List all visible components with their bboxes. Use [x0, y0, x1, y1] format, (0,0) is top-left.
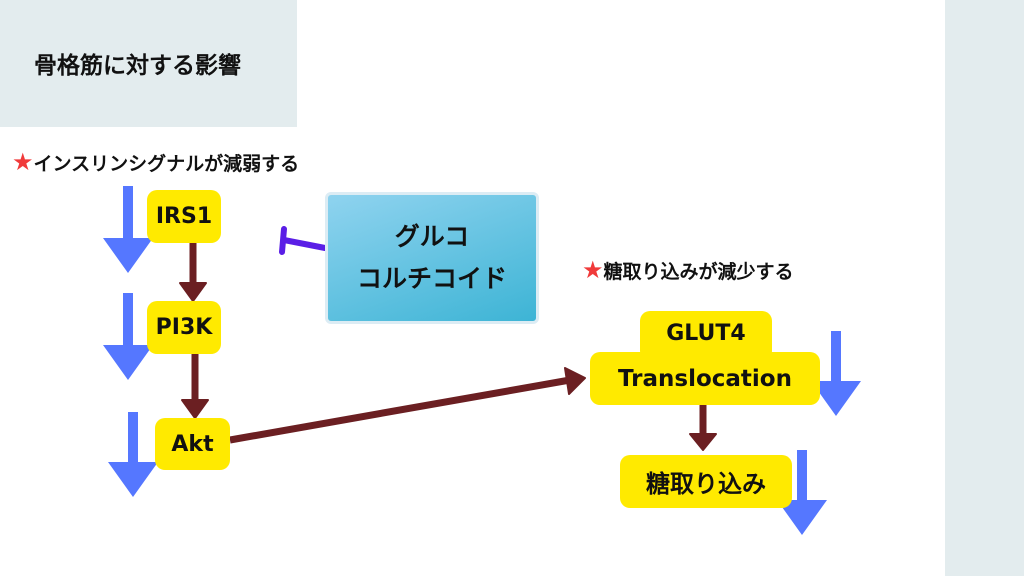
- star-icon: ★: [12, 148, 34, 176]
- arrowhead-icon: [564, 367, 586, 395]
- node-irs1: IRS1: [147, 190, 221, 243]
- down-arrow-icon: [777, 450, 827, 535]
- decrease-arrows: [103, 186, 861, 535]
- node-glucose-uptake: 糖取り込み: [620, 455, 792, 508]
- right-strip: [945, 0, 1024, 576]
- arrow-akt-glut4: [229, 376, 571, 444]
- glut4-bottom: Translocation: [590, 352, 820, 405]
- inhibit-icon: [279, 226, 328, 255]
- arrowhead-icon: [179, 282, 207, 302]
- heading-glucose-uptake: ★糖取り込みが減少する: [582, 256, 794, 284]
- inhibitor-line1: グルコ: [394, 222, 470, 251]
- node-pi3k: PI3K: [147, 301, 221, 354]
- heading-text: インスリンシグナルが減弱する: [33, 153, 300, 175]
- heading-insulin-signal: ★インスリンシグナルが減弱する: [12, 148, 299, 176]
- glucocorticoid-box: グルコ コルチコイド: [325, 192, 539, 324]
- down-arrow-icon: [108, 412, 158, 497]
- title-panel: [0, 0, 297, 127]
- heading-text: 糖取り込みが減少する: [603, 261, 794, 283]
- star-icon: ★: [582, 256, 604, 284]
- node-akt: Akt: [155, 418, 230, 470]
- arrowhead-icon: [689, 433, 717, 451]
- arrowhead-icon: [181, 399, 209, 419]
- inhibitor-line2: コルチコイド: [356, 264, 507, 293]
- down-arrow-icon: [103, 186, 153, 273]
- down-arrow-icon: [103, 293, 153, 380]
- pathway-arrows: [179, 243, 717, 451]
- down-arrow-icon: [811, 331, 861, 416]
- page-title: 骨格筋に対する影響: [34, 53, 241, 79]
